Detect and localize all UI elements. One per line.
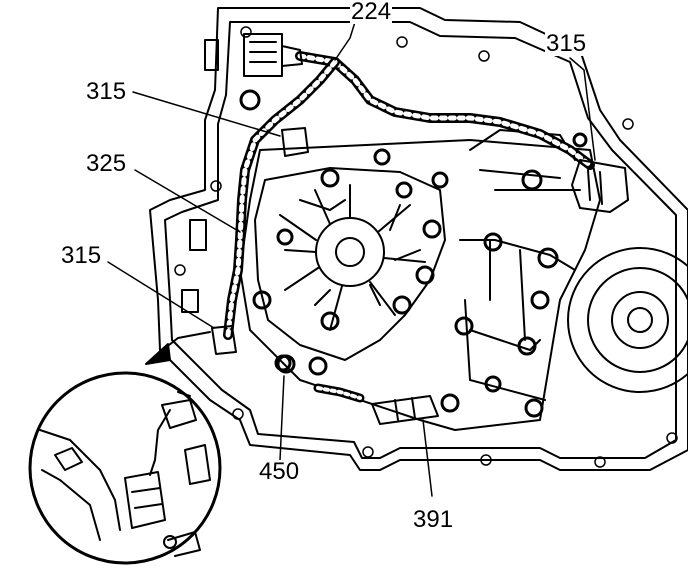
valve-channels-upper (469, 129, 581, 191)
spacer-plate-hub (315, 217, 385, 287)
harness-connector-top (243, 33, 303, 77)
case-inner-flange (164, 21, 677, 459)
wiring-harness-left-inner (225, 59, 338, 338)
inset-bracket (167, 444, 211, 557)
converter-housing-mid (587, 267, 688, 373)
wiring-harness-inner (297, 53, 593, 168)
solenoid-upper-left (281, 127, 309, 157)
detail-arrowhead (145, 343, 171, 365)
callout-450: 450 (258, 458, 301, 485)
leader-315-top-right (569, 57, 596, 161)
inset-hand-finger (39, 429, 121, 541)
valve-channels (459, 239, 576, 401)
solenoid-391 (371, 395, 439, 425)
converter-housing-inner (611, 291, 669, 349)
leader-450 (279, 375, 285, 461)
case-bolt-holes (174, 26, 678, 468)
callout-325: 325 (85, 150, 128, 177)
solenoid-top-right (571, 159, 629, 213)
callout-315-upper-left: 315 (85, 78, 128, 105)
wiring-harness-lower-inner (316, 386, 362, 400)
leader-325 (134, 169, 241, 233)
leader-lines (107, 21, 596, 497)
leader-315-lower-left (107, 261, 215, 329)
callout-224: 224 (350, 0, 393, 25)
inset-fingernail (54, 447, 83, 471)
spacer-plate-center (335, 237, 365, 267)
leader-224 (334, 21, 356, 61)
transmission-case-outline (149, 7, 688, 471)
callout-315-lower-left: 315 (60, 242, 103, 269)
bolt-450 (276, 354, 296, 374)
leader-315-upper-left (132, 91, 281, 137)
inset-connector-body (124, 471, 166, 529)
callout-315-top-right: 315 (545, 30, 588, 57)
left-case-tabs (181, 39, 219, 313)
callout-391: 391 (412, 506, 455, 533)
inset-detail-circle (28, 371, 222, 565)
spacer-plate (254, 167, 446, 361)
leader-391 (422, 419, 433, 497)
inset-solenoid-head (161, 391, 197, 429)
converter-hub (627, 307, 653, 333)
converter-housing-outer (567, 247, 688, 393)
inset-bolt (163, 535, 177, 549)
spacer-plate-ribs-secondary (284, 199, 421, 306)
harness-clip-lower-left (211, 325, 237, 355)
inset-wire (149, 409, 171, 476)
inset-detail-content (39, 391, 211, 557)
valve-body-bolts (239, 89, 588, 418)
